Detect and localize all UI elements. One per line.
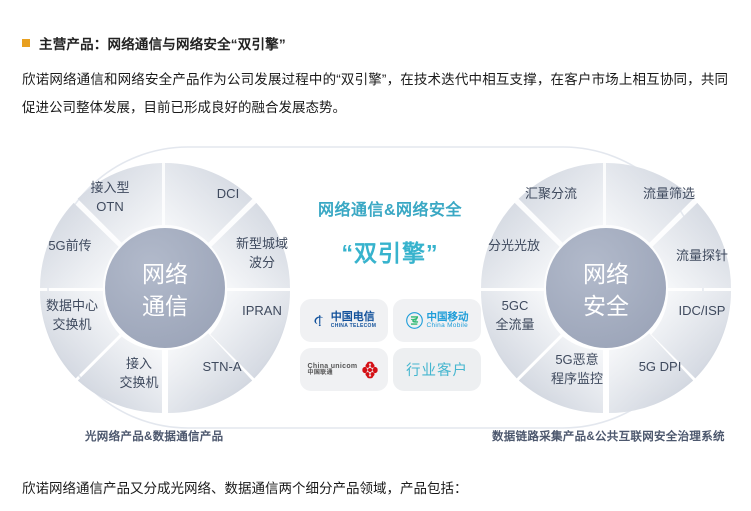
right-seg-label-5g-malware-1: 5G恶意 bbox=[555, 352, 598, 367]
left-hub bbox=[105, 228, 225, 348]
left-seg-label-dci: DCI bbox=[217, 186, 239, 201]
logo-industry-customer[interactable]: 行业客户 bbox=[393, 348, 481, 391]
left-seg-label-5g-fronthaul: 5G前传 bbox=[48, 238, 91, 253]
left-seg-label-otn-2: OTN bbox=[96, 199, 123, 214]
bullet-icon bbox=[22, 39, 30, 47]
right-seg-label-5gc-1: 5GC bbox=[502, 298, 529, 313]
right-hub-line2: 安全 bbox=[583, 293, 629, 319]
china-unicom-icon bbox=[362, 361, 379, 378]
china-telecom-icon bbox=[314, 314, 324, 327]
right-seg-label-5g-malware-2: 程序监控 bbox=[551, 371, 603, 386]
right-seg-label-traffic-filter: 流量筛选 bbox=[643, 186, 695, 201]
left-seg-label-wdm-2: 波分 bbox=[249, 255, 275, 270]
logo-china-unicom-en: China unicom bbox=[307, 362, 358, 370]
logo-china-telecom[interactable]: 中国电信 CHINA TELECOM bbox=[300, 299, 388, 342]
left-seg-label-wdm-1: 新型城域 bbox=[236, 236, 288, 251]
logo-china-telecom-cn: 中国电信 bbox=[330, 311, 375, 324]
right-seg-label-5gc-2: 全流量 bbox=[495, 317, 534, 332]
logo-industry-customer-label: 行业客户 bbox=[406, 363, 468, 379]
right-seg-label-idc-isp: IDC/ISP bbox=[679, 303, 726, 318]
center-title: 网络通信&网络安全 bbox=[317, 202, 463, 219]
right-seg-label-traffic-probe: 流量探针 bbox=[676, 248, 728, 263]
dual-engine-diagram: 网络 通信 DCI 新型城域 波分 IPRAN STN-A 接入 交换机 数据中… bbox=[0, 128, 751, 468]
left-seg-label-ipran: IPRAN bbox=[242, 303, 282, 318]
right-seg-label-5g-dpi: 5G DPI bbox=[639, 359, 682, 374]
logo-china-telecom-en: CHINA TELECOM bbox=[330, 322, 377, 329]
headline-row: 主营产品：网络通信与网络安全“双引擎” bbox=[22, 33, 286, 53]
left-seg-label-access-switch-2: 交换机 bbox=[119, 375, 158, 390]
page-title: 主营产品：网络通信与网络安全“双引擎” bbox=[39, 37, 286, 52]
left-hub-line1: 网络 bbox=[142, 261, 188, 287]
left-seg-label-dc-switch-2: 交换机 bbox=[52, 317, 91, 332]
left-wheel: 网络 通信 DCI 新型城域 波分 IPRAN STN-A 接入 交换机 数据中… bbox=[40, 163, 290, 414]
center-subtitle: “双引擎” bbox=[341, 240, 439, 266]
logo-china-mobile-cn: 中国移动 bbox=[426, 310, 469, 323]
left-hub-line2: 通信 bbox=[142, 293, 188, 319]
right-hub-line1: 网络 bbox=[583, 261, 629, 287]
right-seg-label-aggregation: 汇聚分流 bbox=[525, 186, 577, 201]
logo-china-mobile[interactable]: 中国移动 China Mobile bbox=[393, 299, 481, 342]
intro-paragraph: 欣诺网络通信和网络安全产品作为公司发展过程中的“双引擎”，在技术迭代中相互支撑，… bbox=[22, 72, 728, 115]
right-caption: 数据链路采集产品&公共互联网安全治理系统 bbox=[492, 431, 725, 443]
right-seg-label-optical-split: 分光光放 bbox=[488, 238, 540, 253]
left-seg-label-stna: STN-A bbox=[203, 359, 242, 374]
customer-logo-grid: 中国电信 CHINA TELECOM 中国移动 China Mobile Chi… bbox=[300, 299, 481, 391]
left-caption: 光网络产品&数据通信产品 bbox=[85, 431, 224, 443]
logo-china-mobile-en: China Mobile bbox=[426, 321, 469, 329]
right-hub bbox=[546, 228, 666, 348]
right-wheel: 网络 安全 流量筛选 流量探针 IDC/ISP 5G DPI 5G恶意 程序监控… bbox=[481, 163, 731, 414]
left-seg-label-dc-switch-1: 数据中心 bbox=[46, 298, 98, 313]
china-mobile-icon bbox=[405, 312, 423, 329]
footer-paragraph: 欣诺网络通信产品又分成光网络、数据通信两个细分产品领域，产品包括： bbox=[22, 481, 468, 496]
left-seg-label-access-switch-1: 接入 bbox=[126, 356, 152, 371]
left-seg-label-otn-1: 接入型 bbox=[90, 180, 129, 195]
logo-china-unicom-cn: 中国联通 bbox=[307, 370, 333, 377]
logo-china-unicom[interactable]: China unicom 中国联通 bbox=[300, 348, 388, 391]
